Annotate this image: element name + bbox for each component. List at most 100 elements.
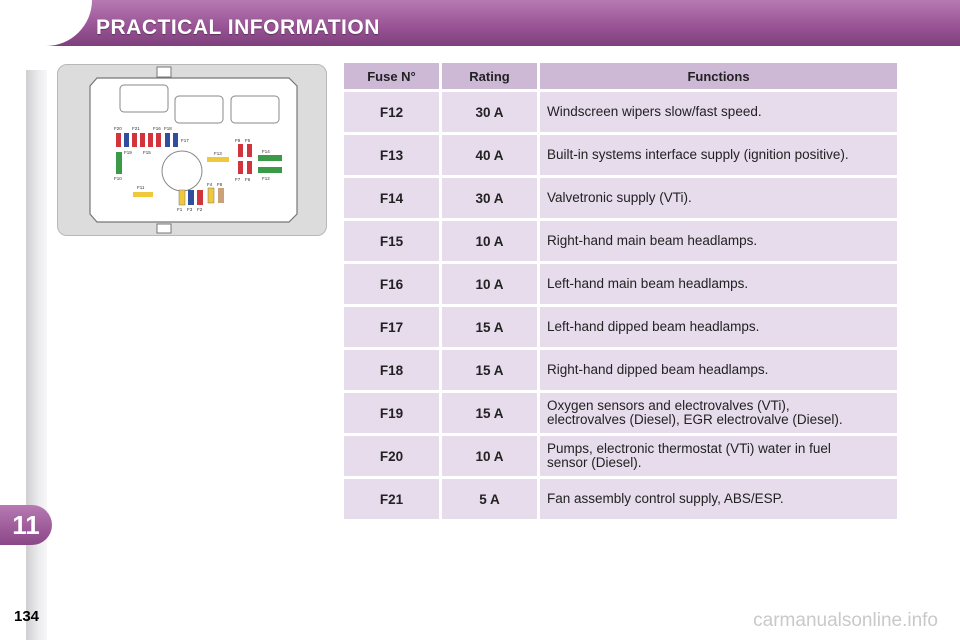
label-f11: F11 bbox=[137, 185, 145, 190]
table-row: F13 40 A Built-in systems interface supp… bbox=[344, 135, 897, 175]
table-row: F12 30 A Windscreen wipers slow/fast spe… bbox=[344, 92, 897, 132]
relay-slot bbox=[119, 84, 169, 113]
function-line: electrovalves (Diesel), EGR electrovalve… bbox=[547, 412, 843, 427]
fuse-number-cell: F17 bbox=[344, 307, 439, 347]
table-row: F20 10 A Pumps, electronic thermostat (V… bbox=[344, 436, 897, 476]
fuse-number-cell: F14 bbox=[344, 178, 439, 218]
page-number: 134 bbox=[14, 608, 40, 625]
table-row: F21 5 A Fan assembly control supply, ABS… bbox=[344, 479, 897, 519]
fuse-number-cell: F20 bbox=[344, 436, 439, 476]
label-f18: F18 bbox=[164, 126, 172, 131]
label-f21: F21 bbox=[132, 126, 140, 131]
fuse-number-cell: F21 bbox=[344, 479, 439, 519]
rating-cell: 10 A bbox=[442, 264, 537, 304]
rating-cell: 15 A bbox=[442, 393, 537, 433]
fuse-box-diagram: F20 F21 F16 F18 F17 F19 F15 F10 F11 F13 … bbox=[57, 64, 327, 236]
function-cell: Left-hand dipped beam headlamps. bbox=[540, 307, 897, 347]
label-f3: F3 bbox=[187, 207, 193, 212]
fuse-f15 bbox=[207, 157, 229, 162]
fuse-number-cell: F12 bbox=[344, 92, 439, 132]
label-f8: F8 bbox=[217, 182, 223, 187]
rating-cell: 40 A bbox=[442, 135, 537, 175]
header-bar bbox=[0, 0, 960, 46]
label-f20: F20 bbox=[114, 126, 122, 131]
fuse-table: Fuse N° Rating Functions F12 30 A Windsc… bbox=[341, 60, 900, 522]
table-row: F16 10 A Left-hand main beam headlamps. bbox=[344, 264, 897, 304]
header-fuse-number: Fuse N° bbox=[344, 63, 439, 89]
fuse-number-cell: F16 bbox=[344, 264, 439, 304]
header-rating: Rating bbox=[442, 63, 537, 89]
function-cell: Left-hand main beam headlamps. bbox=[540, 264, 897, 304]
top-tab bbox=[156, 66, 172, 78]
fuse-f8 bbox=[218, 188, 224, 203]
label-f7: F7 bbox=[235, 177, 241, 182]
fuse-f6 bbox=[247, 161, 252, 174]
fuse-f21 bbox=[132, 133, 137, 147]
fuse-f20 bbox=[116, 133, 121, 147]
label-f9: F9 bbox=[235, 138, 241, 143]
rating-cell: 15 A bbox=[442, 307, 537, 347]
label-f6: F6 bbox=[245, 177, 251, 182]
fuse bbox=[156, 133, 161, 147]
fuse-number-cell: F13 bbox=[344, 135, 439, 175]
rating-cell: 5 A bbox=[442, 479, 537, 519]
label-f1: F1 bbox=[177, 207, 183, 212]
function-cell: Right-hand dipped beam headlamps. bbox=[540, 350, 897, 390]
round-connector bbox=[161, 150, 203, 192]
fuse-f16 bbox=[148, 133, 153, 147]
function-cell: Oxygen sensors and electrovalves (VTi), … bbox=[540, 393, 897, 433]
relay-slot bbox=[174, 95, 224, 124]
fuse-f3 bbox=[188, 190, 194, 205]
table-row: F17 15 A Left-hand dipped beam headlamps… bbox=[344, 307, 897, 347]
label-f12: F12 bbox=[262, 176, 270, 181]
rating-cell: 30 A bbox=[442, 92, 537, 132]
label-f15-top: F15 bbox=[143, 150, 151, 155]
table-row: F14 30 A Valvetronic supply (VTi). bbox=[344, 178, 897, 218]
rating-cell: 30 A bbox=[442, 178, 537, 218]
label-f13: F13 bbox=[214, 151, 222, 156]
table-row: F15 10 A Right-hand main beam headlamps. bbox=[344, 221, 897, 261]
fuse-f10 bbox=[116, 152, 122, 174]
table-row: F18 15 A Right-hand dipped beam headlamp… bbox=[344, 350, 897, 390]
rating-cell: 10 A bbox=[442, 221, 537, 261]
fuse-f1 bbox=[178, 189, 186, 206]
function-line: sensor (Diesel). bbox=[547, 455, 642, 470]
function-cell: Pumps, electronic thermostat (VTi) water… bbox=[540, 436, 897, 476]
watermark: carmanualsonline.info bbox=[753, 610, 938, 631]
function-cell: Windscreen wipers slow/fast speed. bbox=[540, 92, 897, 132]
label-f14: F14 bbox=[262, 149, 270, 154]
table-header-row: Fuse N° Rating Functions bbox=[344, 63, 897, 89]
header-functions: Functions bbox=[540, 63, 897, 89]
fuse-f7 bbox=[238, 161, 243, 174]
fuse-f12 bbox=[258, 167, 282, 173]
rating-cell: 15 A bbox=[442, 350, 537, 390]
function-line: Oxygen sensors and electrovalves (VTi), bbox=[547, 398, 790, 413]
fuse bbox=[140, 133, 145, 147]
label-f5: F5 bbox=[245, 138, 251, 143]
bottom-tab bbox=[156, 223, 172, 234]
chapter-tab: 11 bbox=[0, 505, 52, 545]
page-title: PRACTICAL INFORMATION bbox=[96, 16, 380, 39]
fuse-box-illustration: F20 F21 F16 F18 F17 F19 F15 F10 F11 F13 … bbox=[89, 66, 298, 234]
function-cell: Right-hand main beam headlamps. bbox=[540, 221, 897, 261]
rating-cell: 10 A bbox=[442, 436, 537, 476]
fuse-f18 bbox=[165, 133, 170, 147]
fuse-f9 bbox=[238, 144, 243, 157]
label-f10: F10 bbox=[114, 176, 122, 181]
label-f17: F17 bbox=[181, 138, 189, 143]
label-f16: F16 bbox=[153, 126, 161, 131]
relay-slot bbox=[230, 95, 280, 124]
fuse-number-cell: F19 bbox=[344, 393, 439, 433]
fuse-number-cell: F15 bbox=[344, 221, 439, 261]
function-line: Pumps, electronic thermostat (VTi) water… bbox=[547, 441, 831, 456]
fuse-f5 bbox=[247, 144, 252, 157]
fuse bbox=[124, 133, 129, 147]
function-cell: Fan assembly control supply, ABS/ESP. bbox=[540, 479, 897, 519]
function-cell: Built-in systems interface supply (ignit… bbox=[540, 135, 897, 175]
fuse-f11 bbox=[133, 192, 153, 197]
fuse-f14 bbox=[258, 155, 282, 161]
label-f4: F4 bbox=[207, 182, 213, 187]
fuse-f4 bbox=[207, 187, 215, 204]
table-row: F19 15 A Oxygen sensors and electrovalve… bbox=[344, 393, 897, 433]
side-strip bbox=[26, 70, 47, 640]
